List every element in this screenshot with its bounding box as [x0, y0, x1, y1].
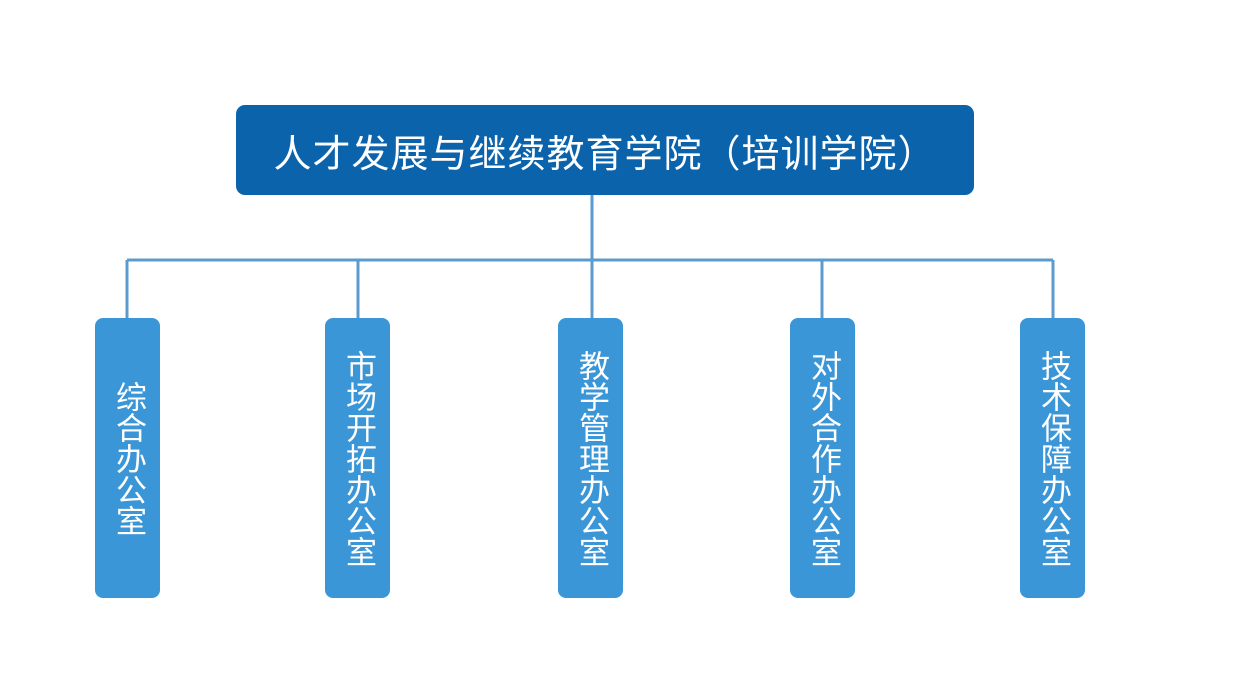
child-node-general-office: 综合办公室	[95, 318, 160, 598]
child-node-label: 市场开拓办公室	[340, 349, 376, 567]
child-node-market-office: 市场开拓办公室	[325, 318, 390, 598]
child-node-teaching-office: 教学管理办公室	[558, 318, 623, 598]
child-node-cooperation-office: 对外合作办公室	[790, 318, 855, 598]
child-node-label: 教学管理办公室	[573, 349, 609, 567]
root-node: 人才发展与继续教育学院（培训学院）	[236, 105, 974, 195]
child-node-label: 对外合作办公室	[805, 349, 841, 567]
root-node-label: 人才发展与继续教育学院（培训学院）	[273, 131, 937, 176]
child-node-tech-support-office: 技术保障办公室	[1020, 318, 1085, 598]
child-node-label: 综合办公室	[110, 380, 146, 536]
child-node-label: 技术保障办公室	[1035, 349, 1071, 567]
